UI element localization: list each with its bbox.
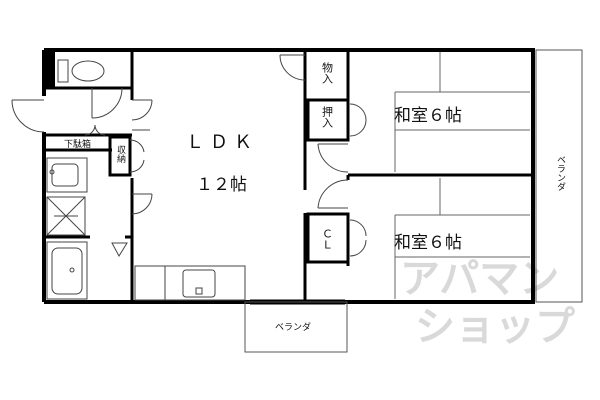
balcony-bottom-outline (244, 301, 348, 353)
ldk-size-label: １２帖 (196, 175, 247, 195)
washbasin (46, 157, 88, 193)
kitchen-counter (134, 265, 246, 301)
closet-label: ＣＬ (321, 228, 334, 250)
balcony-bottom-label: ベランダ (275, 321, 311, 333)
balcony-right-outline (535, 49, 583, 303)
bathroom-door-mark (111, 242, 128, 258)
bathtub (46, 241, 88, 300)
washitsu-bottom-label: 和室６帖 (394, 233, 462, 253)
column-block (44, 50, 55, 88)
watermark-line-1: アパマン (400, 256, 559, 302)
tatami-mats (394, 52, 530, 299)
washitsu-top-label: 和室６帖 (394, 106, 462, 126)
doors (11, 54, 367, 257)
storage-oshi-label: 押入 (321, 105, 334, 128)
balcony-right-label: ベランダ (555, 155, 566, 191)
toilet (57, 59, 105, 83)
shuno-label: 収納 (115, 144, 126, 164)
watermark-line-2: ショップ (415, 304, 575, 350)
storage-mono-label: 物入 (321, 61, 334, 84)
closet-walls (108, 98, 350, 264)
ldk-label: ＬＤＫ (186, 132, 258, 153)
shoe-box-label: 下駄箱 (64, 138, 91, 150)
washing-machine-pan (46, 196, 86, 236)
